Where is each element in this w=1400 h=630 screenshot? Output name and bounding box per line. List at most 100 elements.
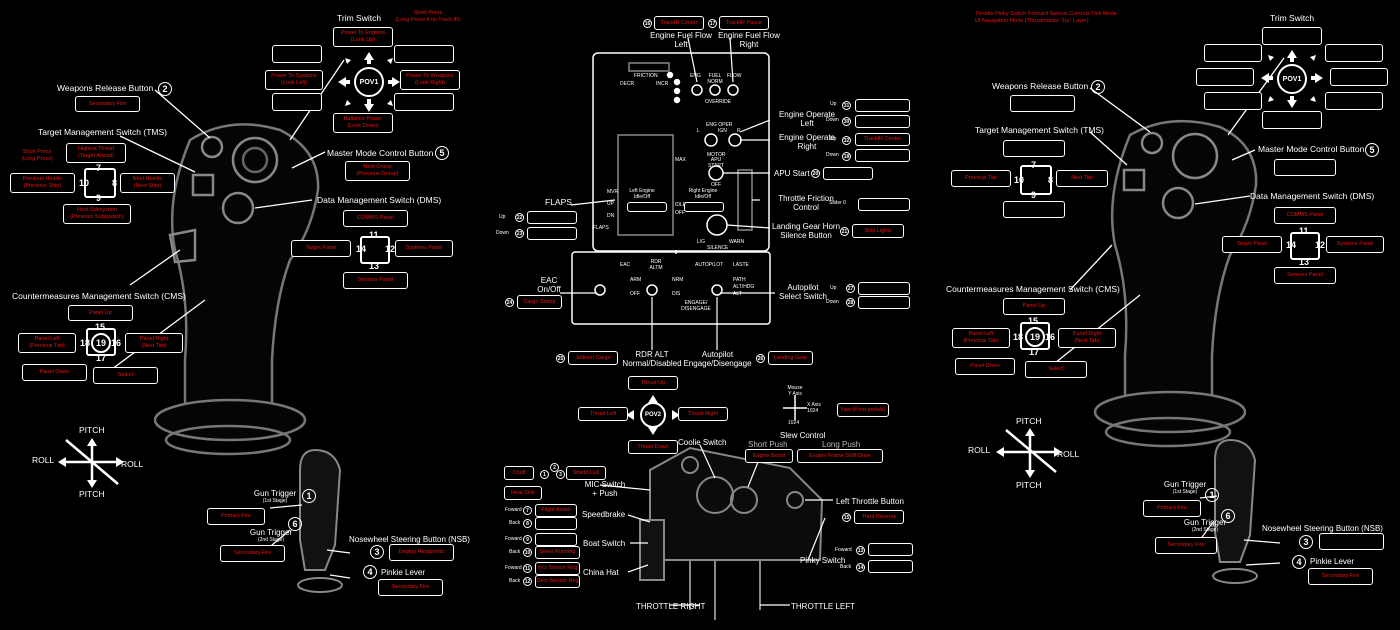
panel-ship-lights: Ship Lights bbox=[852, 224, 904, 238]
panel-eo-right-down-box bbox=[855, 149, 910, 162]
right-cms-left-box: Panel Left (Previous Tab) bbox=[952, 328, 1010, 348]
panel-motor: MOTOR bbox=[707, 152, 726, 158]
panel-silence: SILENCE bbox=[707, 245, 729, 251]
right-gun1-title: Gun Trigger bbox=[1163, 480, 1207, 489]
panel-max: MAX bbox=[675, 157, 686, 163]
throttle-silent-running: Silent Running bbox=[535, 546, 580, 559]
panel-n21: 21 bbox=[840, 227, 849, 236]
throttle-art bbox=[639, 446, 824, 620]
throttle-mic-n2: 2 bbox=[550, 463, 559, 472]
right-cms-hat[interactable] bbox=[1020, 322, 1050, 350]
panel-trackir-center: TrackIR Center bbox=[654, 16, 704, 30]
left-tms-down-box: Next Subsystem (Previous Subsystem) bbox=[63, 204, 131, 224]
panel-n30: 30 bbox=[842, 117, 851, 126]
throttle-n8: 8 bbox=[523, 519, 532, 528]
throttle-short-push: Short Push bbox=[748, 440, 788, 449]
throttle-back-12: Back bbox=[509, 578, 521, 584]
right-cms-n-right: 16 bbox=[1045, 332, 1056, 342]
left-gun2-num: 6 bbox=[288, 517, 302, 531]
left-weapons-box: Secondary Fire bbox=[75, 96, 140, 112]
left-cms-up-box: Panel Up bbox=[68, 305, 133, 321]
throttle-shield-cell: Shield Cell bbox=[566, 466, 606, 480]
left-short-press-note: Short Press (Long Press if no Track IR) bbox=[395, 10, 461, 23]
right-dms-n-up: 11 bbox=[1299, 226, 1309, 236]
left-tms-title: Target Management Switch (TMS) bbox=[38, 127, 167, 137]
right-pinkie-num: 4 bbox=[1292, 555, 1306, 569]
right-dms-up-box: COMMS Panel bbox=[1274, 207, 1336, 224]
right-dms-hat[interactable] bbox=[1290, 232, 1320, 260]
right-pov1-hat[interactable]: POV1 bbox=[1277, 64, 1307, 94]
left-cms-hat[interactable] bbox=[86, 328, 116, 356]
throttle-foward-11: Foward bbox=[505, 565, 522, 571]
left-tms-hat[interactable] bbox=[84, 168, 116, 198]
right-mmc-num: 5 bbox=[1365, 143, 1379, 157]
right-roll-left: ROLL bbox=[968, 445, 991, 455]
right-tms-up-box bbox=[1003, 140, 1065, 157]
left-dms-hat[interactable] bbox=[360, 236, 390, 264]
panel-eac: EAC bbox=[620, 262, 631, 268]
right-mmc-title: Master Mode Control Button bbox=[1258, 144, 1365, 154]
panel-n27: 27 bbox=[846, 284, 855, 293]
throttle-pinky: Pinky Switch bbox=[800, 556, 846, 565]
left-gun2-sub: (2nd Stage) bbox=[257, 537, 285, 543]
panel-ign: IGN bbox=[718, 128, 727, 134]
right-trim-dr-box bbox=[1325, 92, 1383, 110]
throttle-n13: 13 bbox=[856, 546, 865, 555]
throttle-speedbrake: Speedbrake bbox=[582, 510, 626, 519]
panel-ap-up-box bbox=[858, 282, 910, 295]
left-dms-n-right: 12 bbox=[385, 244, 396, 254]
left-cms-n-up: 15 bbox=[95, 322, 106, 332]
right-dms-title: Data Management Switch (DMS) bbox=[1250, 191, 1375, 201]
panel-eo-left: Engine Operate Left bbox=[778, 110, 836, 129]
panel-flaps: FLAPS bbox=[545, 197, 572, 207]
left-gun1-title: Gun Trigger bbox=[253, 489, 297, 498]
right-gun2-title: Gun Trigger bbox=[1183, 518, 1227, 527]
right-trim-dl-box bbox=[1204, 92, 1262, 110]
throttle-n9: 9 bbox=[523, 535, 532, 544]
left-cms-down-box: Panel Down bbox=[22, 364, 87, 381]
panel-n16: 16 bbox=[643, 19, 652, 28]
panel-flaps-up-box bbox=[527, 211, 577, 224]
throttle-foward-7: Foward bbox=[505, 507, 522, 513]
right-cms-down-box: Panel Down bbox=[955, 358, 1015, 375]
throttle-frame-shift: Enable Frame Shift Drive bbox=[797, 449, 883, 463]
panel-l: L bbox=[697, 128, 700, 134]
right-nsb-num: 3 bbox=[1299, 535, 1313, 549]
right-pitch-bottom: PITCH bbox=[1016, 480, 1042, 490]
left-pinkie-box: Secondary Fire bbox=[378, 579, 443, 596]
throttle-thrust-right: Thrust Right bbox=[678, 407, 728, 421]
left-dms-n-up: 11 bbox=[369, 230, 379, 240]
right-gun1-box: Primary Fire bbox=[1143, 500, 1201, 517]
left-pitch-roll-cross bbox=[60, 439, 122, 485]
panel-path: PATH bbox=[733, 277, 746, 283]
right-tms-hat[interactable] bbox=[1020, 165, 1052, 195]
panel-n18: 18 bbox=[842, 152, 851, 161]
right-trim-right-box bbox=[1330, 68, 1388, 86]
left-cms-right-box: Panel Right (Next Tab) bbox=[125, 333, 183, 353]
throttle-thrust-left: Thrust Left bbox=[578, 407, 628, 421]
right-nsb-box bbox=[1319, 533, 1384, 550]
right-trim-left-box bbox=[1196, 68, 1254, 86]
left-pov1-hat[interactable]: POV1 bbox=[354, 67, 384, 97]
left-tms-n-left: 10 bbox=[79, 178, 90, 188]
right-joystick-art bbox=[1093, 119, 1258, 448]
throttle-pov2-hat[interactable]: POV2 bbox=[640, 402, 666, 428]
left-dms-title: Data Management Switch (DMS) bbox=[317, 195, 442, 205]
left-gun1-sub: (1st Stage) bbox=[262, 498, 288, 504]
throttle-mic: MIC Switch + Push bbox=[584, 480, 626, 499]
left-trim-arrows bbox=[338, 52, 400, 112]
panel-throttle-friction: Throttle Friction Control bbox=[778, 194, 834, 213]
right-trim-down-box bbox=[1262, 111, 1322, 129]
left-tms-n-up: 7 bbox=[96, 163, 102, 173]
left-gun2-title: Gun Trigger bbox=[249, 528, 293, 537]
left-gun2-box: Secondary Fire bbox=[220, 545, 285, 562]
panel-ef-left: Engine Fuel Flow Left bbox=[650, 31, 712, 50]
throttle-n12: 12 bbox=[523, 577, 532, 586]
right-trim-title: Trim Switch bbox=[1270, 13, 1315, 23]
left-tms-n-down: 9 bbox=[96, 193, 102, 203]
throttle-back-8-box bbox=[535, 517, 577, 530]
left-weapons-title: Weapons Release Button bbox=[57, 83, 154, 93]
panel-rdr-alt: RDR ALT Normal/Disabled bbox=[622, 350, 682, 369]
right-tms-n-left: 10 bbox=[1014, 175, 1025, 185]
